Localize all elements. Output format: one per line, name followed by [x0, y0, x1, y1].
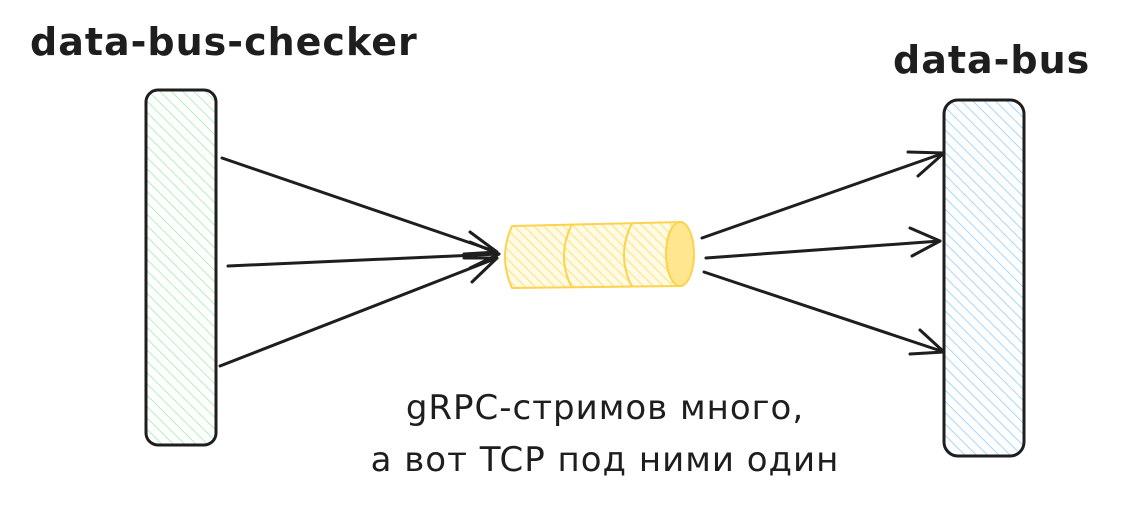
data-bus-box [942, 98, 1026, 458]
arrow-icon [218, 256, 499, 368]
arrow-icon [226, 240, 501, 270]
annotation-line-1: gRPC-стримов много, [405, 388, 805, 428]
annotation-line-2: а вот TCP под ними один [370, 440, 840, 480]
pipe-icon [504, 220, 695, 290]
arrow-icon [704, 226, 942, 260]
annotation-note: gRPC-стримов много, а вот TCP под ними о… [300, 382, 910, 486]
checker-box [144, 88, 218, 447]
arrow-icon [220, 156, 499, 256]
arrow-icon [700, 150, 946, 240]
checker-label: data-bus-checker [30, 20, 418, 64]
data-bus-label: data-bus [893, 38, 1091, 82]
arrow-icon [702, 270, 946, 356]
